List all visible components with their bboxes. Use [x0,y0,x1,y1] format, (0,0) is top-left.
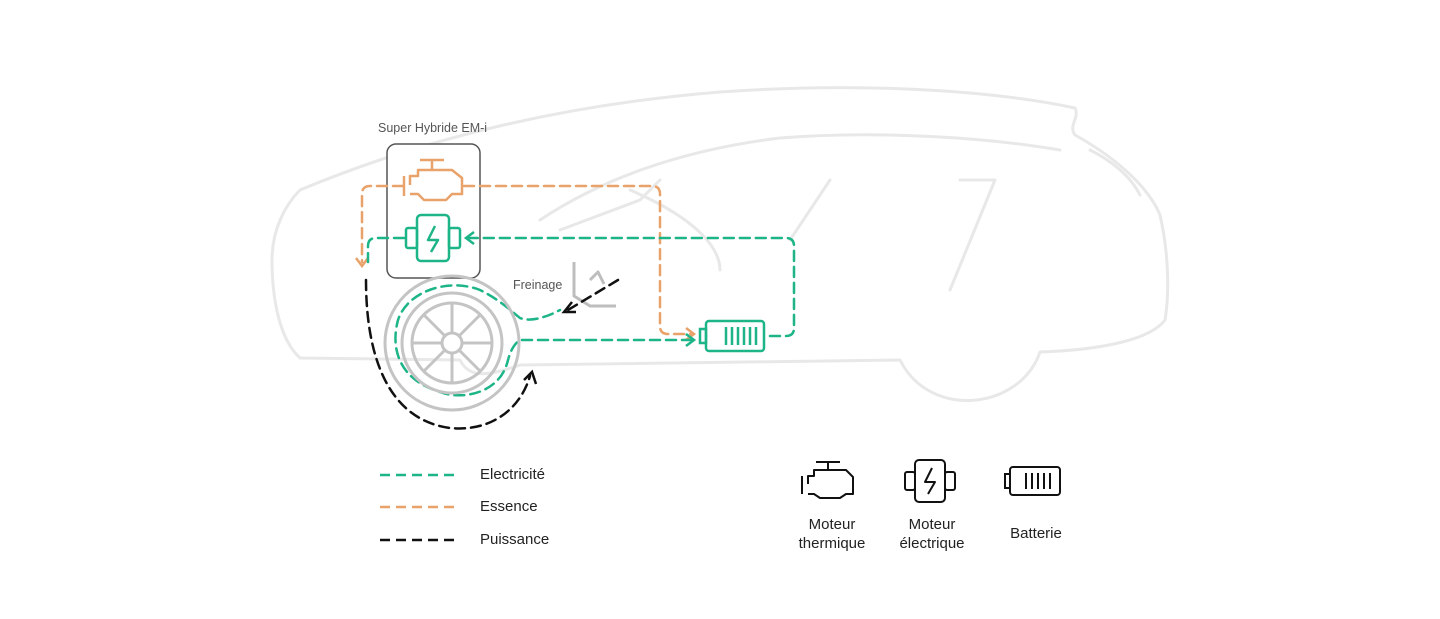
motor-caption-line1: Moteur [908,516,956,533]
electric-motor-icon [404,213,462,263]
powertrain-title: Super Hybride EM-i [378,121,488,135]
battery-caption: Batterie [1010,525,1062,542]
power-arrowhead-wheel [523,369,538,385]
legend-label-power: Puissance [480,531,550,548]
petrol-flow [360,184,694,336]
power-arrowhead-brake [561,301,576,314]
petrol-arrowhead-left [355,257,369,269]
wheel-icon [383,274,521,412]
legend-engine-icon [801,461,854,499]
motor-caption: Moteur électrique [880,515,984,553]
legend-label-electricity: Electricité [480,466,546,483]
legend-battery-icon [1004,466,1061,496]
motor-caption-line2: électrique [899,535,965,552]
legend-motor-icon [904,459,956,503]
electricity-arrowhead-battery [685,333,697,347]
engine-caption-line1: Moteur [808,516,856,533]
powertrain-box [386,143,481,279]
legend-label-petrol: Essence [480,498,538,515]
braking-label: Freinage [513,278,563,292]
petrol-arrowhead-battery [685,327,697,341]
electricity-flow [366,236,796,397]
battery-icon [698,319,766,353]
electricity-arrowhead-motor [463,231,475,245]
engine-caption: Moteur thermique [780,515,884,553]
power-flow [364,278,620,430]
engine-caption-line2: thermique [798,535,866,552]
